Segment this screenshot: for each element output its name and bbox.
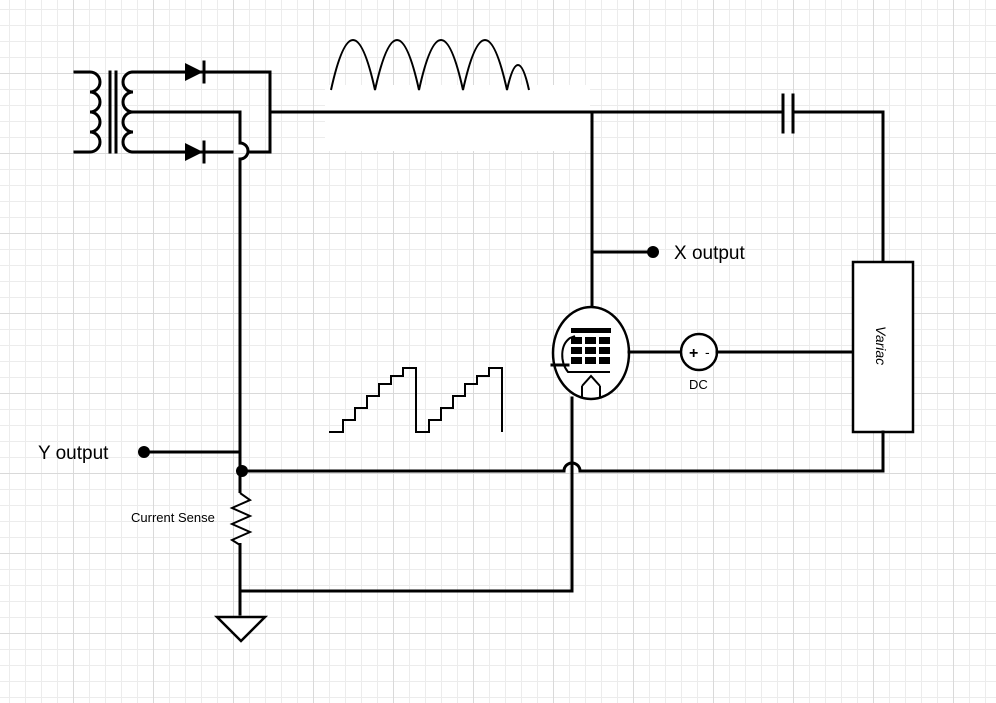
junction-dot — [236, 465, 248, 477]
cathode-wire — [238, 396, 574, 593]
capacitor-symbol — [781, 93, 795, 134]
return-wire — [238, 461, 885, 473]
dc-label: DC — [689, 377, 708, 392]
diode-top — [185, 60, 206, 84]
y-output-label: Y output — [38, 443, 109, 464]
rectifier-wiring — [131, 70, 272, 161]
dc-minus-sign: - — [705, 344, 710, 360]
current-sense-label: Current Sense — [131, 510, 215, 525]
staircase-waveform — [329, 367, 503, 433]
vacuum-tube-symbol — [550, 305, 650, 401]
rectified-waveform — [330, 39, 530, 91]
current-sense-resistor — [229, 492, 253, 546]
ground-symbol — [213, 615, 269, 643]
transformer-symbol — [73, 70, 142, 154]
variac-label: Variac — [873, 326, 889, 365]
waveform-mask — [325, 85, 590, 151]
top-bus-wire — [268, 110, 885, 264]
dc-source: + - — [646, 332, 855, 372]
x-output-label: X output — [674, 243, 745, 264]
y-output-terminal — [138, 446, 150, 458]
dc-plus-sign: + — [689, 345, 698, 362]
x-output-terminal — [647, 246, 659, 258]
diode-bottom — [185, 140, 206, 164]
